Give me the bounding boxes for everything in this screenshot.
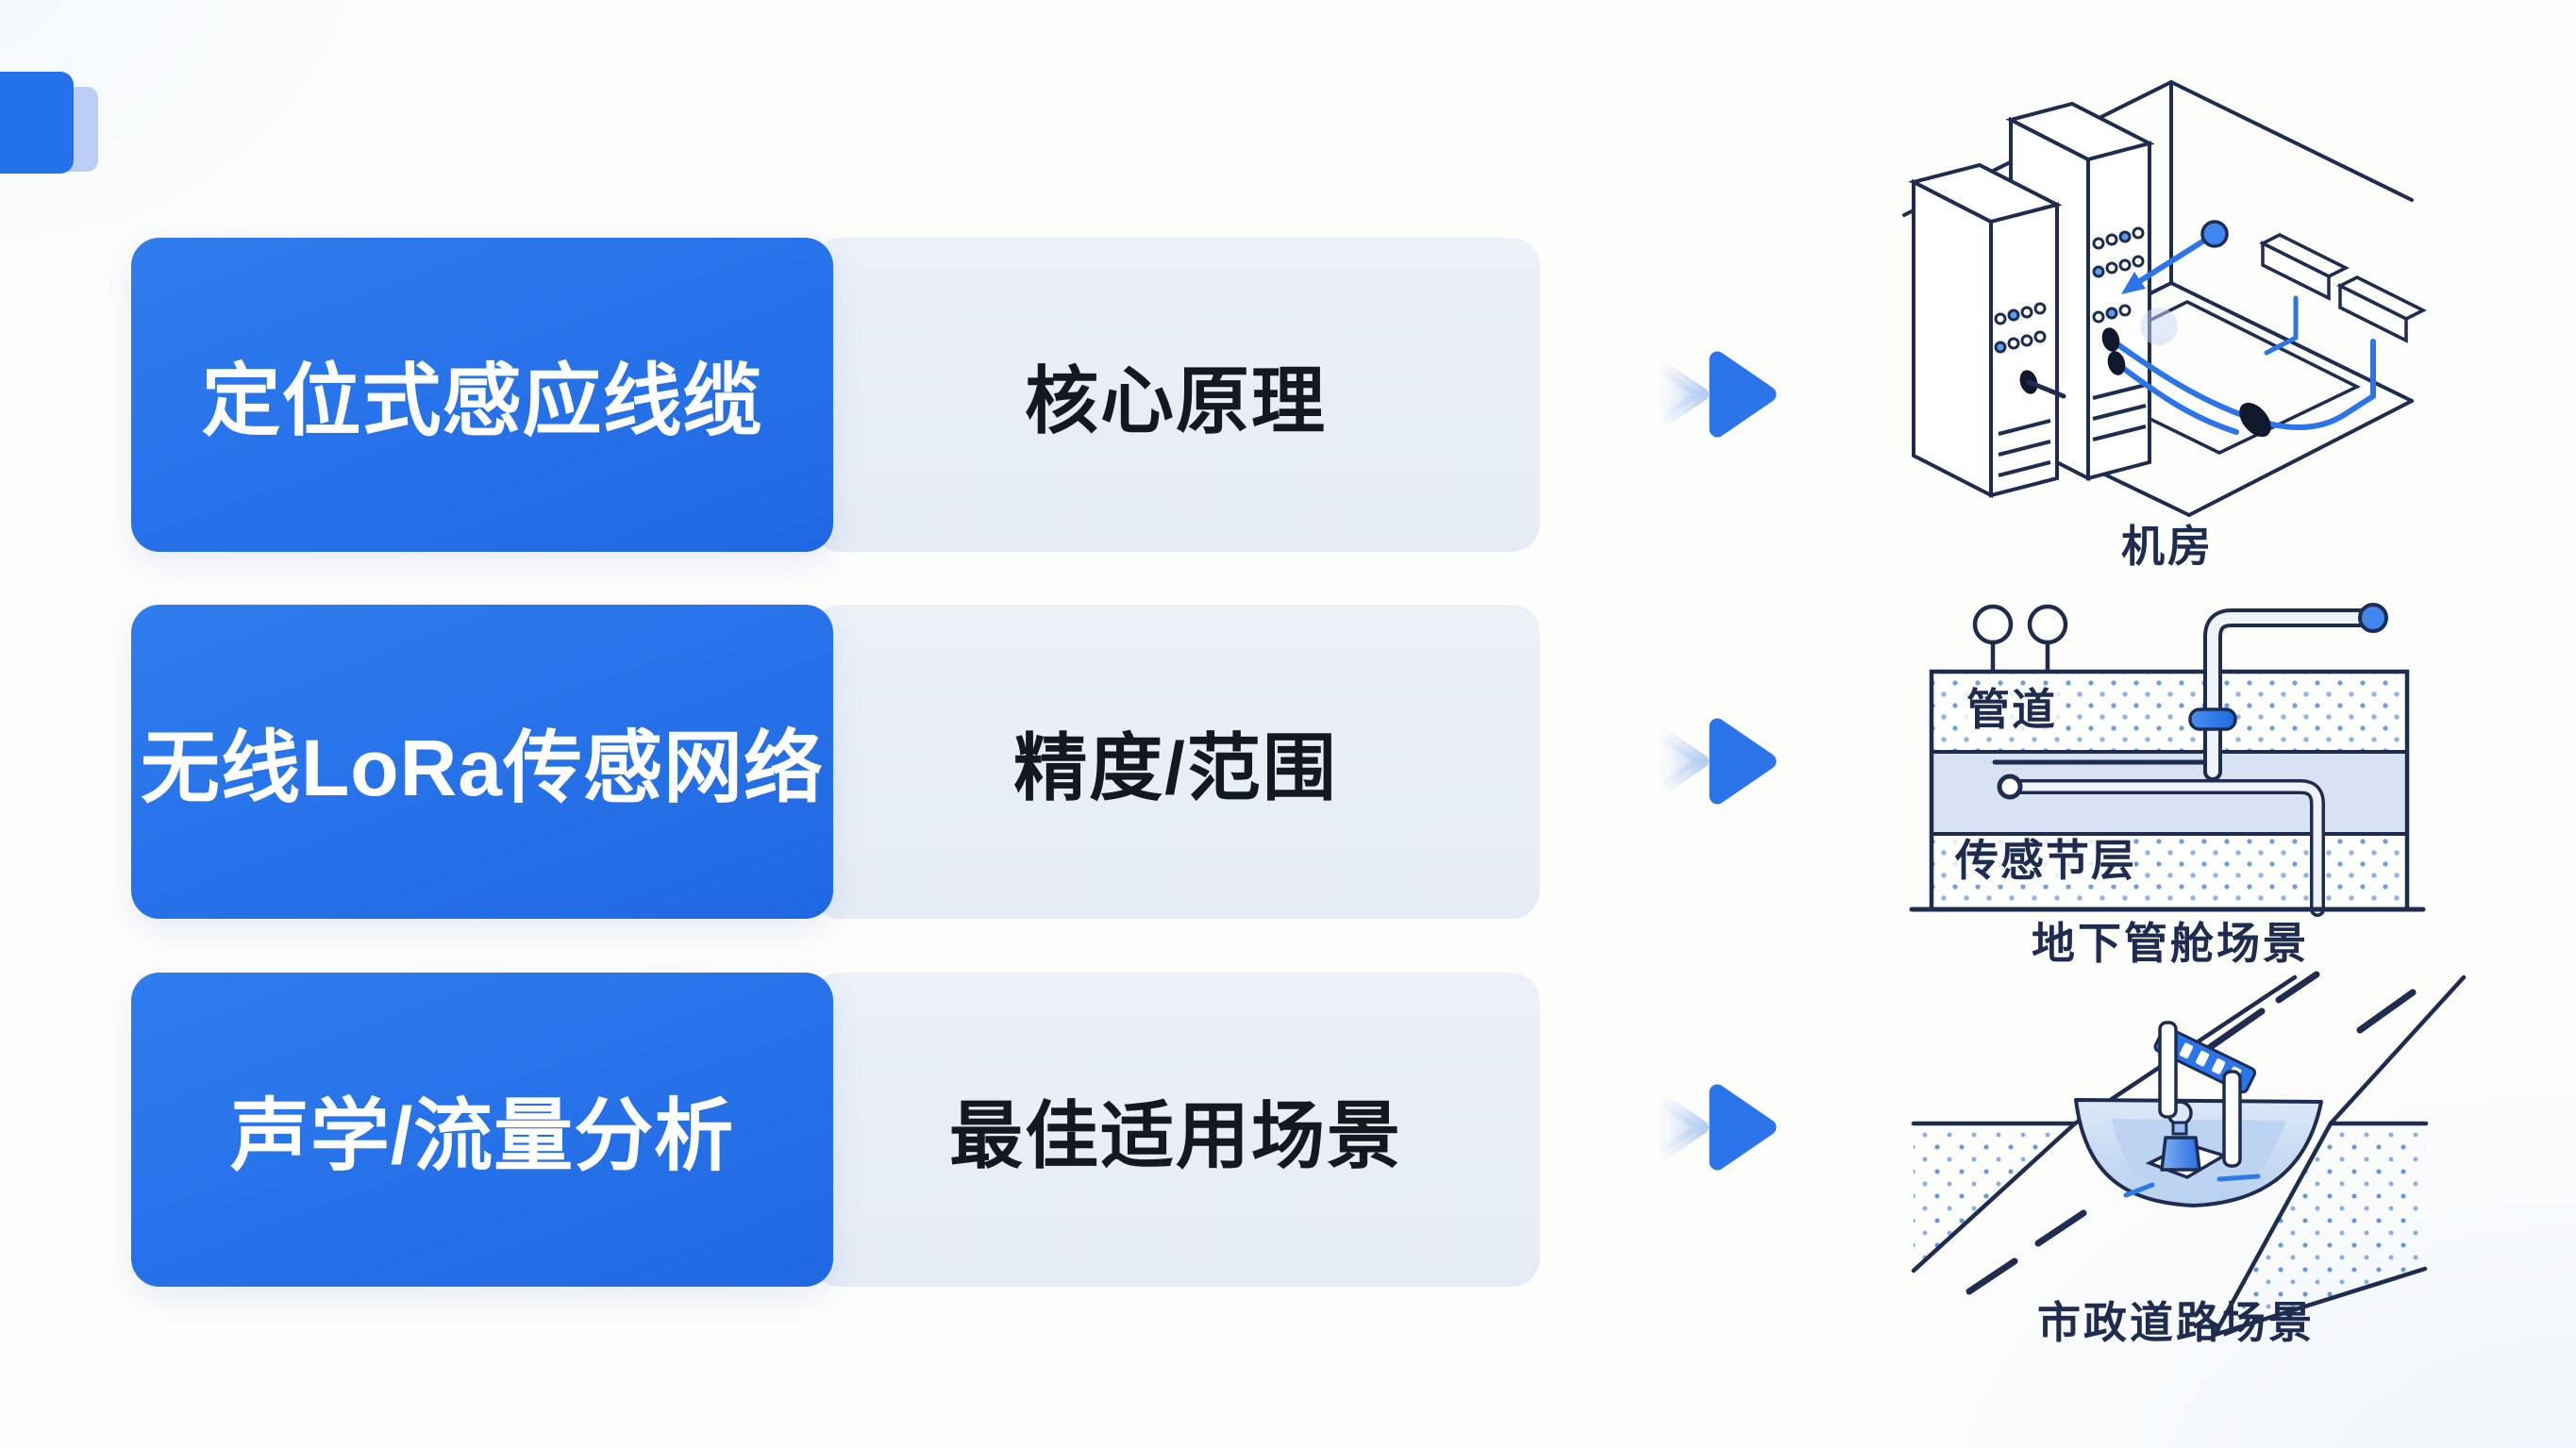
road-scene-illustration: 市政道路场景: [1911, 971, 2467, 1347]
valve-icon: [2188, 707, 2237, 731]
layer-label-bottom: 传感节层: [1954, 836, 2136, 885]
barrier-icon: [2153, 1021, 2257, 1168]
dimension-panel-3: 最佳适用场景: [811, 973, 1540, 1287]
cable-port-icon: [2107, 351, 2126, 375]
sensor-loop-pipe-icon: [1997, 774, 2325, 917]
scene-caption-server-room: 机房: [2121, 522, 2214, 571]
category-panel-1: 定位式感应线缆: [131, 238, 833, 552]
scene-caption-road: 市政道路场景: [2037, 1298, 2315, 1347]
category-label-3: 声学/流量分析: [229, 1091, 735, 1180]
corner-accent: [0, 72, 74, 174]
road-edges-icon: [1911, 974, 2467, 1338]
category-label-1: 定位式感应线缆: [201, 357, 763, 445]
riser-pipe-icon: [2188, 603, 2388, 781]
dimension-label-1: 核心原理: [1024, 358, 1327, 442]
dimension-label-2: 精度/范围: [1013, 725, 1338, 809]
scene-caption-underground: 地下管舱场景: [2032, 919, 2309, 968]
label-halo: [1961, 687, 2059, 734]
label-halo: [1949, 838, 2134, 885]
category-panel-2: 无线LoRa传感网络: [131, 605, 833, 919]
dimension-label-3: 最佳适用场景: [948, 1093, 1402, 1177]
category-panel-3: 声学/流量分析: [131, 973, 833, 1287]
sensor-node-icon: [2200, 220, 2229, 248]
server-rack-icon: [1908, 162, 2066, 499]
category-label-2: 无线LoRa传感网络: [140, 724, 824, 812]
gauge-icon: [1972, 604, 2068, 674]
layer-label-top: 管道: [1966, 685, 2057, 734]
sensor-node-icon: [2358, 603, 2388, 633]
dimension-panel-2: 精度/范围: [811, 605, 1540, 919]
sensor-bollard-icon: [2160, 1100, 2201, 1172]
cable-arrowhead-icon: [2121, 272, 2146, 294]
arrow-icon: [1652, 351, 1777, 438]
dimension-panel-1: 核心原理: [811, 238, 1540, 552]
cable-port-icon: [2101, 327, 2120, 352]
underground-illustration: 管道 传感节层 地下管舱场景: [1909, 603, 2426, 968]
arrow-icon: [1652, 1084, 1777, 1171]
cable-clamp-icon: [2239, 402, 2271, 438]
wall-device-icon: [2259, 233, 2427, 343]
server-room-illustration: 机房: [1902, 80, 2427, 571]
arrow-icon: [1652, 718, 1777, 805]
excavation-pit-icon: [2074, 1098, 2323, 1207]
